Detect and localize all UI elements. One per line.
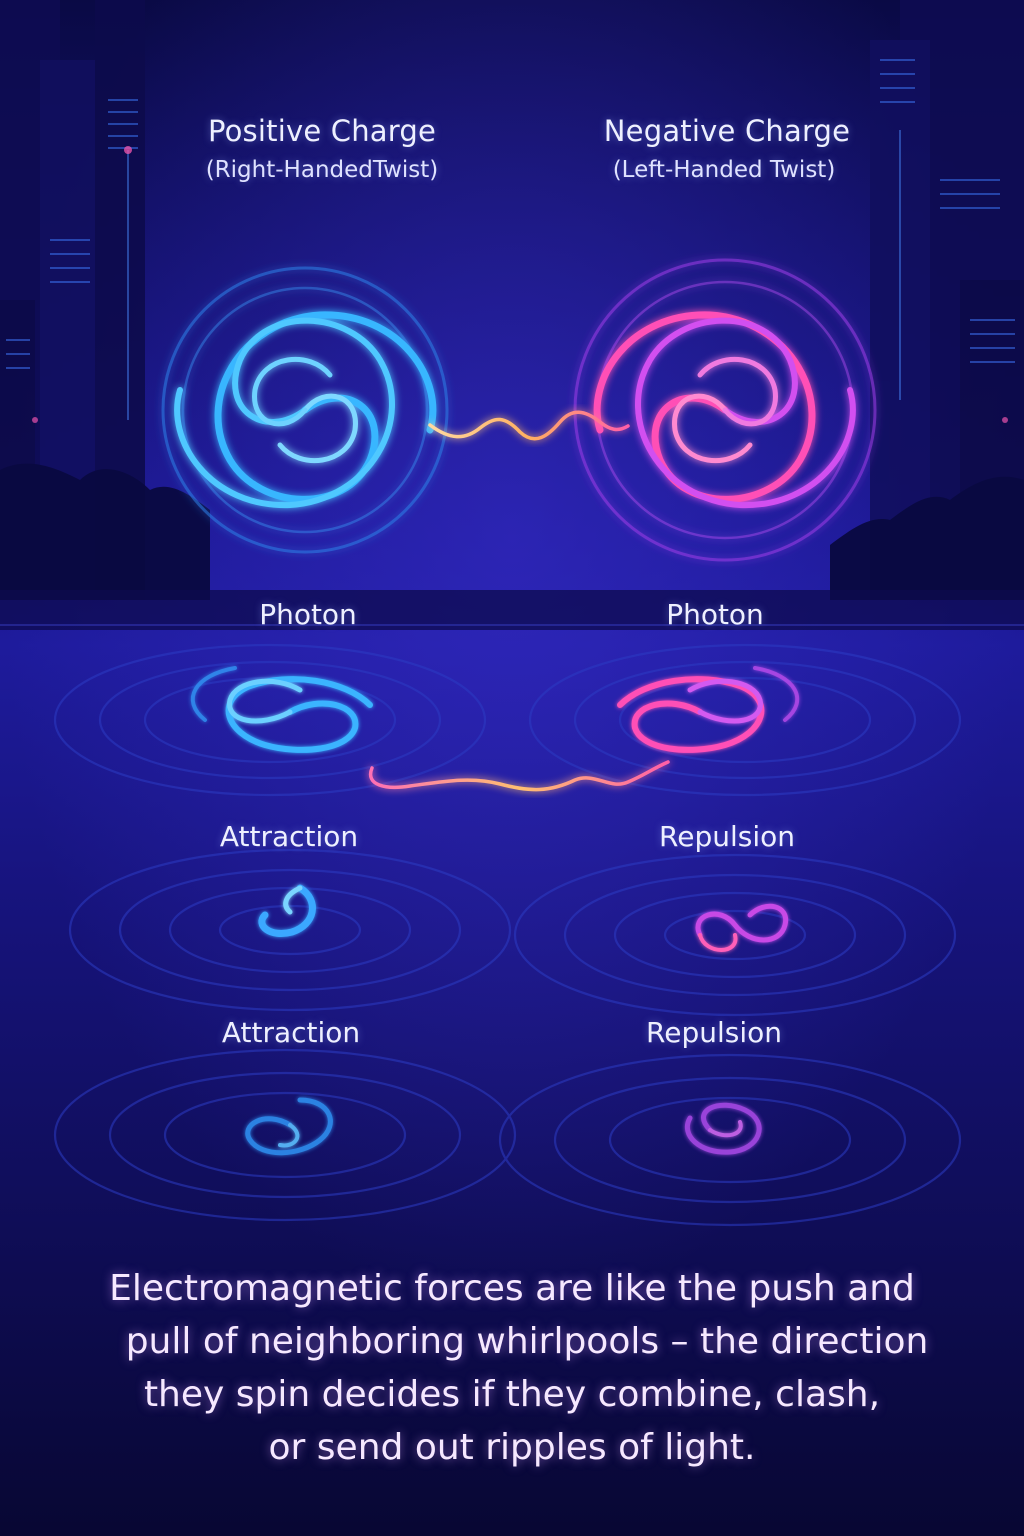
photon-label-right: Photon [666,598,764,631]
water-ripples [53,643,962,1227]
negative-charge-subtitle: (Left-Handed Twist) [612,157,836,183]
caption-line-1: Electromagnetic forces are like the push… [109,1268,915,1309]
treeline [0,463,1024,600]
repulsion-whirlpool-row2 [695,903,789,952]
repulsion-label-row1: Repulsion [659,820,795,853]
horizon-band [0,590,1024,630]
photon-wave-bottom [368,760,670,792]
positive-charge-subtitle: (Right-HandedTwist) [205,157,439,183]
caption: Electromagnetic forces are like the push… [50,1262,974,1474]
attraction-label-row1: Attraction [219,820,359,853]
photon-label-left: Photon [259,598,357,631]
repulsion-whirlpool-row1 [617,666,800,753]
attraction-whirlpool-row3 [245,1097,333,1156]
caption-line-4: or send out ripples of light. [268,1427,756,1468]
positive-charge-whirlpool [161,266,449,554]
positive-charge-title: Positive Charge [207,114,437,148]
photon-wave-top [428,410,630,441]
caption-line-3: they spin decides if they combine, clash… [143,1374,881,1415]
repulsion-label-row2: Repulsion [646,1016,782,1049]
attraction-whirlpool-row1 [190,666,373,753]
repulsion-whirlpool-row3 [685,1102,762,1155]
caption-line-2: pull of neighboring whirlpools – the dir… [125,1321,929,1362]
attraction-label-row2: Attraction [221,1016,361,1049]
negative-charge-whirlpool [573,258,877,562]
attraction-whirlpool-row2 [258,884,316,937]
negative-charge-title: Negative Charge [603,114,851,148]
